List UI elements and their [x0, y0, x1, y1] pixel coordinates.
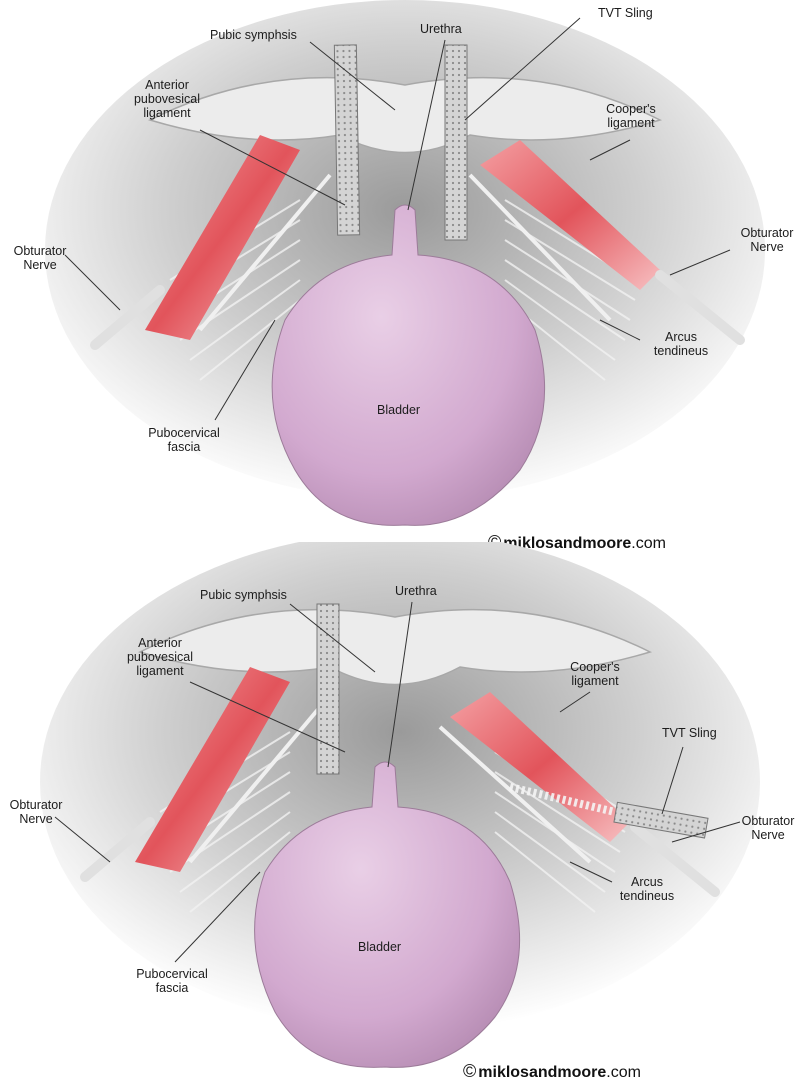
label-arcus-tendineus: Arcus tendineus — [646, 330, 716, 358]
label-pubic-symphysis: Pubic symphsis — [210, 28, 297, 42]
copyright-name: miklosandmoore — [478, 1064, 606, 1081]
tvt-sling-strip-left — [334, 45, 359, 235]
label-pubic-symphysis: Pubic symphsis — [200, 588, 287, 602]
tvt-sling-strip-vertical — [317, 604, 339, 774]
label-bladder: Bladder — [358, 940, 401, 954]
label-coopers-ligament: Cooper's ligament — [560, 660, 630, 688]
label-obturator-nerve-left: Obturator Nerve — [2, 244, 78, 272]
tvt-sling-strip-right — [445, 45, 467, 240]
label-tvt-sling: TVT Sling — [598, 6, 653, 20]
anatomy-illustration — [0, 542, 805, 1084]
diagram-panel-transobturator: Pubic symphsis Urethra TVT Sling Anterio… — [0, 542, 805, 1084]
label-urethra: Urethra — [420, 22, 462, 36]
label-anterior-pubovesical-ligament: Anterior pubovesical ligament — [112, 78, 222, 120]
label-bladder: Bladder — [377, 403, 420, 417]
copyright-suffix: .com — [606, 1064, 641, 1081]
label-obturator-nerve-right: Obturator Nerve — [732, 814, 804, 842]
label-obturator-nerve-left: Obturator Nerve — [0, 798, 72, 826]
label-anterior-pubovesical-ligament: Anterior pubovesical ligament — [110, 636, 210, 678]
label-arcus-tendineus: Arcus tendineus — [612, 875, 682, 903]
label-obturator-nerve-right: Obturator Nerve — [730, 226, 804, 254]
copyright-notice: ©miklosandmoore.com — [463, 1061, 641, 1082]
label-urethra: Urethra — [395, 584, 437, 598]
label-pubocervical-fascia: Pubocervical fascia — [122, 967, 222, 995]
label-pubocervical-fascia: Pubocervical fascia — [134, 426, 234, 454]
diagram-panel-retropubic: Pubic symphsis Urethra TVT Sling Anterio… — [0, 0, 805, 542]
label-coopers-ligament: Cooper's ligament — [596, 102, 666, 130]
copyright-symbol: © — [463, 1061, 476, 1081]
label-tvt-sling: TVT Sling — [662, 726, 717, 740]
